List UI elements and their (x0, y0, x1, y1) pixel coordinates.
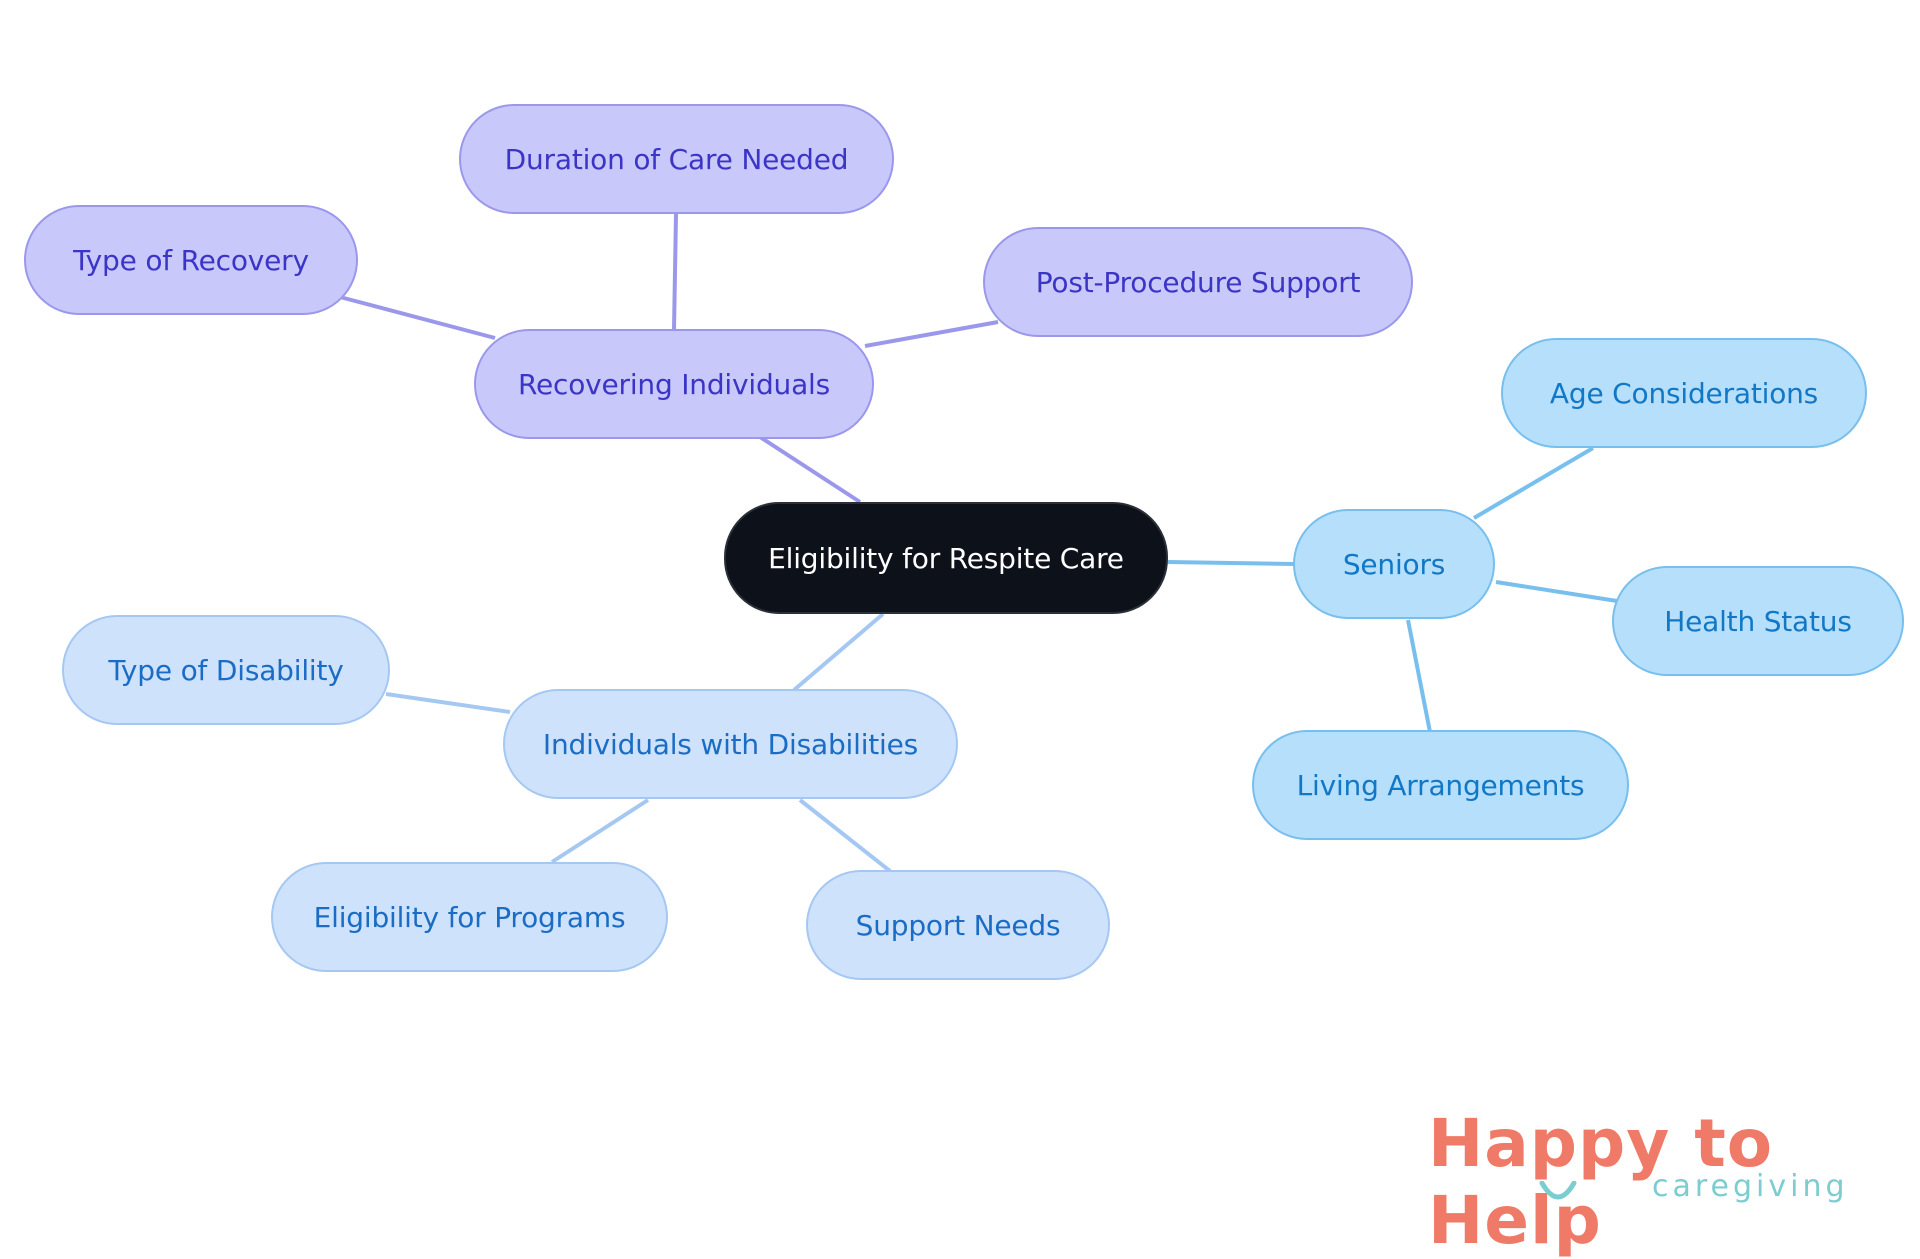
branch-seniors: Seniors (1293, 509, 1495, 619)
edge-disabilities-programs (550, 798, 650, 864)
leaf-type-of-disability: Type of Disability (62, 615, 390, 725)
edge-recovering-type (339, 295, 496, 340)
edge-root-seniors (1167, 560, 1295, 566)
edge-root-disabilities (792, 612, 885, 692)
edge-recovering-postprocedure (864, 320, 999, 348)
happy-to-help-logo: Happy to Help caregiving (1420, 1105, 1890, 1259)
edge-disabilities-support (798, 798, 892, 873)
leaf-duration-of-care-needed: Duration of Care Needed (459, 104, 894, 214)
logo-subtitle: caregiving (1652, 1169, 1849, 1204)
edge-root-recovering (758, 435, 862, 504)
edge-seniors-health (1495, 580, 1618, 603)
leaf-health-status: Health Status (1612, 566, 1904, 676)
leaf-support-needs: Support Needs (806, 870, 1110, 980)
edge-seniors-age (1472, 446, 1595, 520)
root-node: Eligibility for Respite Care (724, 502, 1168, 614)
leaf-type-of-recovery: Type of Recovery (24, 205, 358, 315)
branch-individuals-with-disabilities: Individuals with Disabilities (503, 689, 958, 799)
connector-lines (339, 213, 1618, 873)
edge-disabilities-type (385, 692, 511, 714)
smile-icon (1539, 1181, 1577, 1200)
leaf-age-considerations: Age Considerations (1501, 338, 1867, 448)
leaf-living-arrangements: Living Arrangements (1252, 730, 1629, 840)
edge-seniors-living (1406, 619, 1432, 733)
edge-recovering-duration (672, 213, 678, 331)
leaf-eligibility-for-programs: Eligibility for Programs (271, 862, 668, 972)
branch-recovering-individuals: Recovering Individuals (474, 329, 874, 439)
leaf-post-procedure-support: Post-Procedure Support (983, 227, 1413, 337)
